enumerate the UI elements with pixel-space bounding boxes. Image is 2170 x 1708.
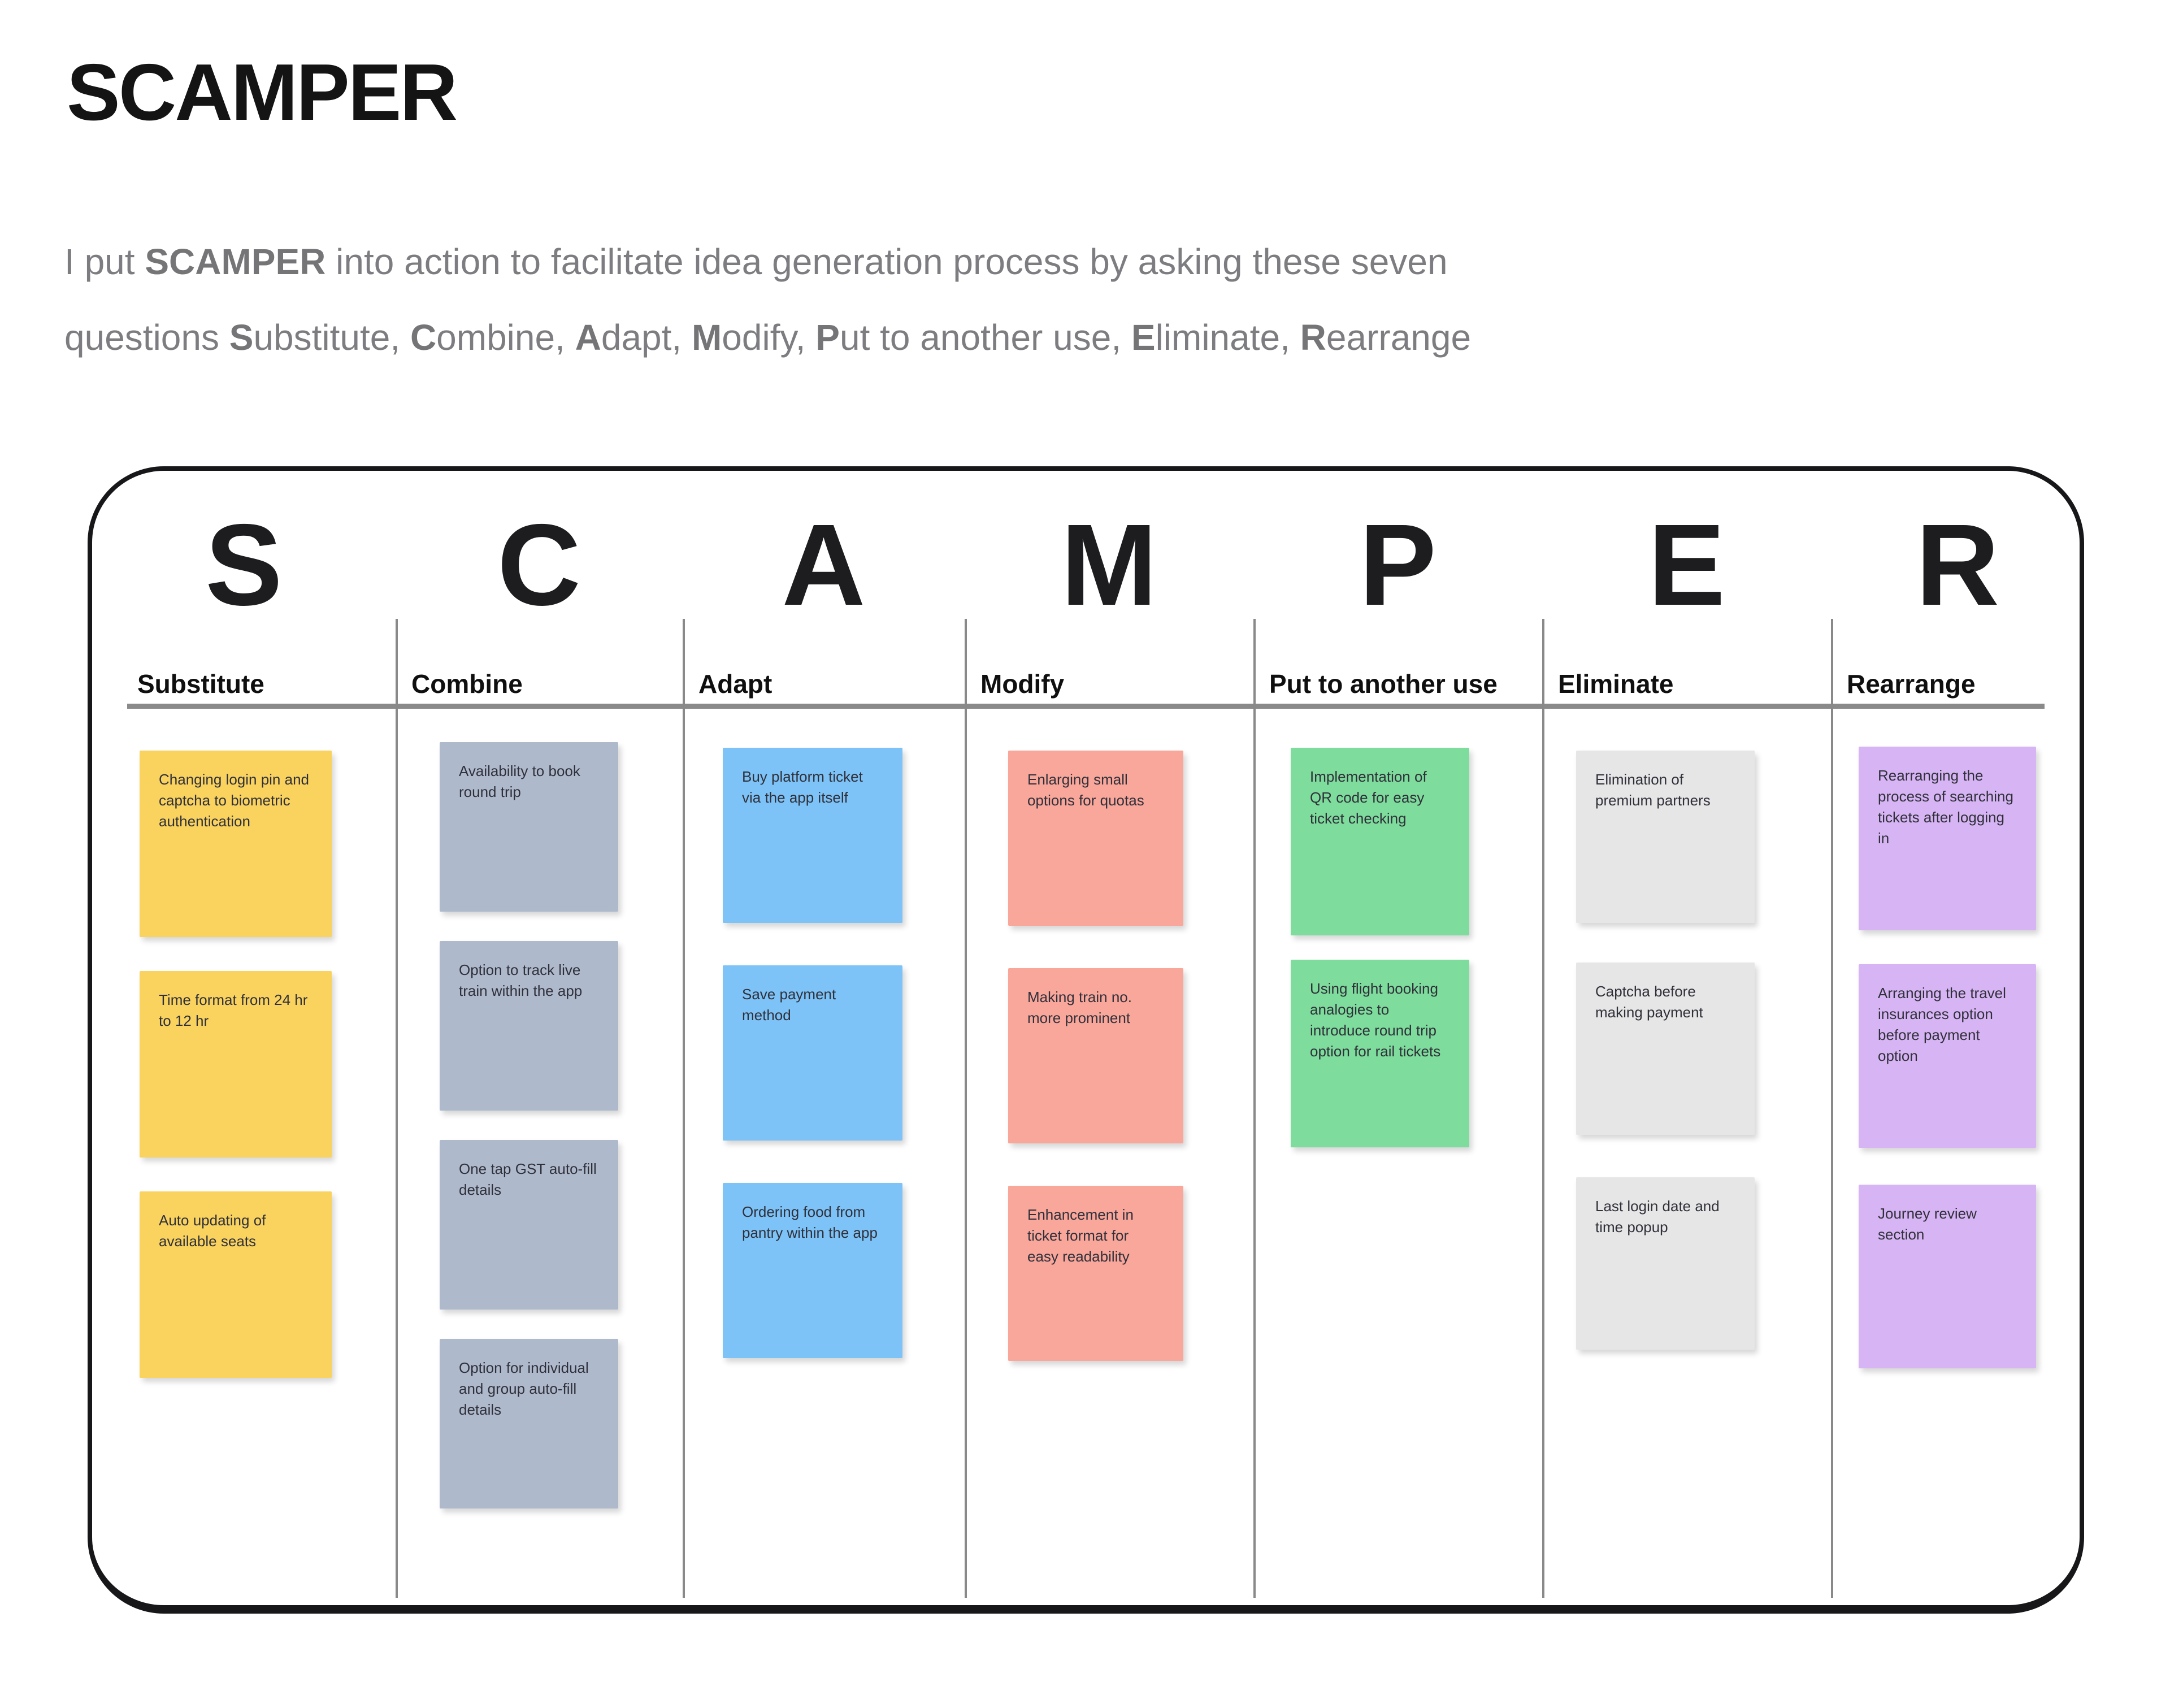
sticky-note[interactable]: Implementation of QR code for easy ticke… bbox=[1291, 748, 1469, 935]
sticky-note[interactable]: Arranging the travel insurances option b… bbox=[1859, 964, 2036, 1148]
intro-segment: ut to another use, bbox=[839, 317, 1131, 358]
sticky-note[interactable]: Buy platform ticket via the app itself bbox=[723, 748, 902, 923]
sticky-note[interactable]: Save payment method bbox=[723, 965, 902, 1141]
column-header: Substitute bbox=[137, 669, 264, 699]
column-letter: R bbox=[1915, 500, 2000, 630]
intro-segment: R bbox=[1300, 317, 1326, 358]
column-letter: S bbox=[205, 500, 283, 630]
sticky-note[interactable]: Ordering food from pantry within the app bbox=[723, 1183, 902, 1358]
intro-segment: P bbox=[815, 317, 840, 358]
sticky-note[interactable]: Changing login pin and captcha to biomet… bbox=[140, 751, 332, 937]
column-letter: M bbox=[1061, 500, 1157, 630]
sticky-note[interactable]: Time format from 24 hr to 12 hr bbox=[140, 971, 332, 1158]
sticky-note[interactable]: Option to track live train within the ap… bbox=[440, 941, 618, 1111]
column-header: Eliminate bbox=[1558, 669, 1674, 699]
column-divider bbox=[396, 619, 398, 1598]
intro-segment: questions bbox=[64, 317, 229, 358]
intro-segment: into action to facilitate idea generatio… bbox=[336, 241, 1448, 282]
column-header: Adapt bbox=[698, 669, 772, 699]
intro-segment: M bbox=[691, 317, 722, 358]
intro-segment: liminate, bbox=[1155, 317, 1300, 358]
column-header: Combine bbox=[411, 669, 523, 699]
column-letter: P bbox=[1359, 500, 1436, 630]
sticky-note[interactable]: One tap GST auto-fill details bbox=[440, 1140, 618, 1310]
sticky-note[interactable]: Option for individual and group auto-fil… bbox=[440, 1339, 618, 1508]
sticky-note[interactable]: Enlarging small options for quotas bbox=[1008, 751, 1183, 926]
column-divider bbox=[1253, 619, 1256, 1598]
intro-segment: A bbox=[575, 317, 601, 358]
column-header: Rearrange bbox=[1847, 669, 1976, 699]
column-divider bbox=[1831, 619, 1833, 1598]
intro-segment: dapt, bbox=[601, 317, 692, 358]
column-header: Put to another use bbox=[1269, 669, 1498, 699]
column-header: Modify bbox=[980, 669, 1065, 699]
intro-segment: S bbox=[229, 317, 254, 358]
intro-segment: SCAMPER bbox=[145, 241, 326, 282]
sticky-note[interactable]: Auto updating of available seats bbox=[140, 1191, 332, 1378]
sticky-note[interactable]: Making train no. more prominent bbox=[1008, 968, 1183, 1143]
header-rule bbox=[127, 704, 2045, 709]
sticky-note[interactable]: Journey review section bbox=[1859, 1185, 2036, 1368]
intro-segment: odify, bbox=[722, 317, 816, 358]
sticky-note[interactable]: Enhancement in ticket format for easy re… bbox=[1008, 1186, 1183, 1361]
sticky-note[interactable]: Availability to book round trip bbox=[440, 742, 618, 912]
sticky-note[interactable]: Elimination of premium partners bbox=[1576, 751, 1755, 923]
column-letter: A bbox=[782, 500, 866, 630]
intro-segment: ombine, bbox=[436, 317, 575, 358]
intro-paragraph: I put SCAMPER into action to facilitate … bbox=[64, 224, 2076, 375]
column-divider bbox=[965, 619, 967, 1598]
column-letter: C bbox=[497, 500, 581, 630]
column-divider bbox=[683, 619, 685, 1598]
column-letter: E bbox=[1648, 500, 1725, 630]
sticky-note[interactable]: Rearranging the process of searching tic… bbox=[1859, 747, 2036, 930]
intro-segment: ubstitute, bbox=[253, 317, 410, 358]
intro-segment: I put bbox=[64, 241, 145, 282]
page-title: SCAMPER bbox=[67, 47, 458, 137]
sticky-note[interactable]: Last login date and time popup bbox=[1576, 1177, 1755, 1350]
intro-segment: earrange bbox=[1326, 317, 1472, 358]
sticky-note[interactable]: Using flight booking analogies to introd… bbox=[1291, 960, 1469, 1147]
intro-segment: C bbox=[410, 317, 437, 358]
intro-segment: E bbox=[1131, 317, 1156, 358]
column-divider bbox=[1542, 619, 1544, 1598]
sticky-note[interactable]: Captcha before making payment bbox=[1576, 963, 1755, 1135]
